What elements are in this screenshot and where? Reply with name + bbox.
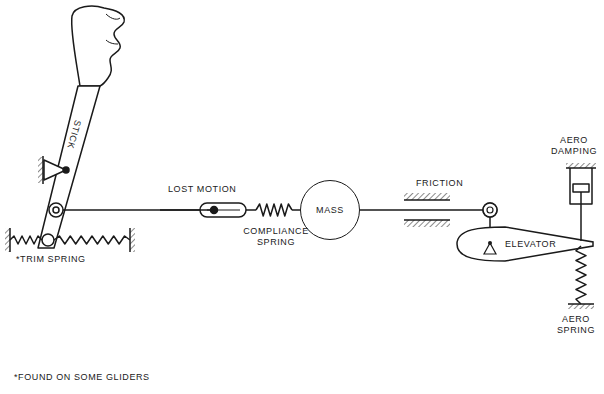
- push-rod: [63, 209, 214, 211]
- ground-hatch: [566, 163, 596, 168]
- part-label: *TRIM SPRING: [16, 254, 86, 265]
- bellcrank-joint: [483, 203, 497, 217]
- friction-hatch: [404, 193, 450, 200]
- friction-surface: [404, 199, 450, 201]
- elevator-airfoil: ELEVATOR: [455, 226, 595, 262]
- airfoil-outline: [457, 227, 593, 261]
- trim-joint: [42, 234, 54, 246]
- stick-grip: [72, 6, 125, 86]
- grip-detail: [106, 14, 120, 44]
- friction-surface: [404, 219, 450, 221]
- friction-hatch: [404, 220, 450, 227]
- part-label: FRICTION: [416, 178, 463, 189]
- part-label: AERO SPRING: [553, 314, 599, 336]
- stick-lever: STICK: [63, 118, 88, 151]
- trim-spring-coil: [10, 236, 42, 244]
- dashpot-piston: [573, 184, 589, 192]
- stick-bar: [38, 86, 100, 248]
- rod-joint: [49, 203, 63, 217]
- bellcrank-joint: [483, 203, 497, 217]
- footnote: *FOUND ON SOME GLIDERS: [14, 372, 150, 383]
- part-label: LOST MOTION: [168, 184, 236, 195]
- wall-hatch: [5, 228, 10, 252]
- compliance-spring-coil: [256, 204, 292, 216]
- trim-spring-coil: [54, 236, 130, 244]
- bellcrank-pin: [487, 207, 493, 213]
- pivot-pin: [63, 167, 69, 173]
- part-label: AERO DAMPING: [548, 135, 600, 157]
- aero-spring-coil: [576, 246, 586, 304]
- part-name: ELEVATOR: [505, 226, 556, 262]
- rod-joint-pin: [53, 207, 59, 213]
- push-rod: [246, 209, 256, 211]
- push-rod-end: [160, 209, 214, 211]
- ground-line: [42, 156, 44, 184]
- part-name: STICK: [65, 119, 83, 150]
- mass-circle: MASS: [300, 180, 360, 240]
- slot-pin: [211, 207, 218, 214]
- control-rod: [360, 210, 490, 228]
- ground-hatch: [568, 304, 594, 309]
- hinge-pin: [488, 241, 492, 245]
- part-name: MASS: [316, 205, 344, 216]
- piston-rod: [580, 192, 582, 241]
- wall-hatch: [130, 228, 135, 252]
- part-label: COMPLIANCE SPRING: [240, 226, 312, 248]
- ground-hatch: [38, 157, 43, 183]
